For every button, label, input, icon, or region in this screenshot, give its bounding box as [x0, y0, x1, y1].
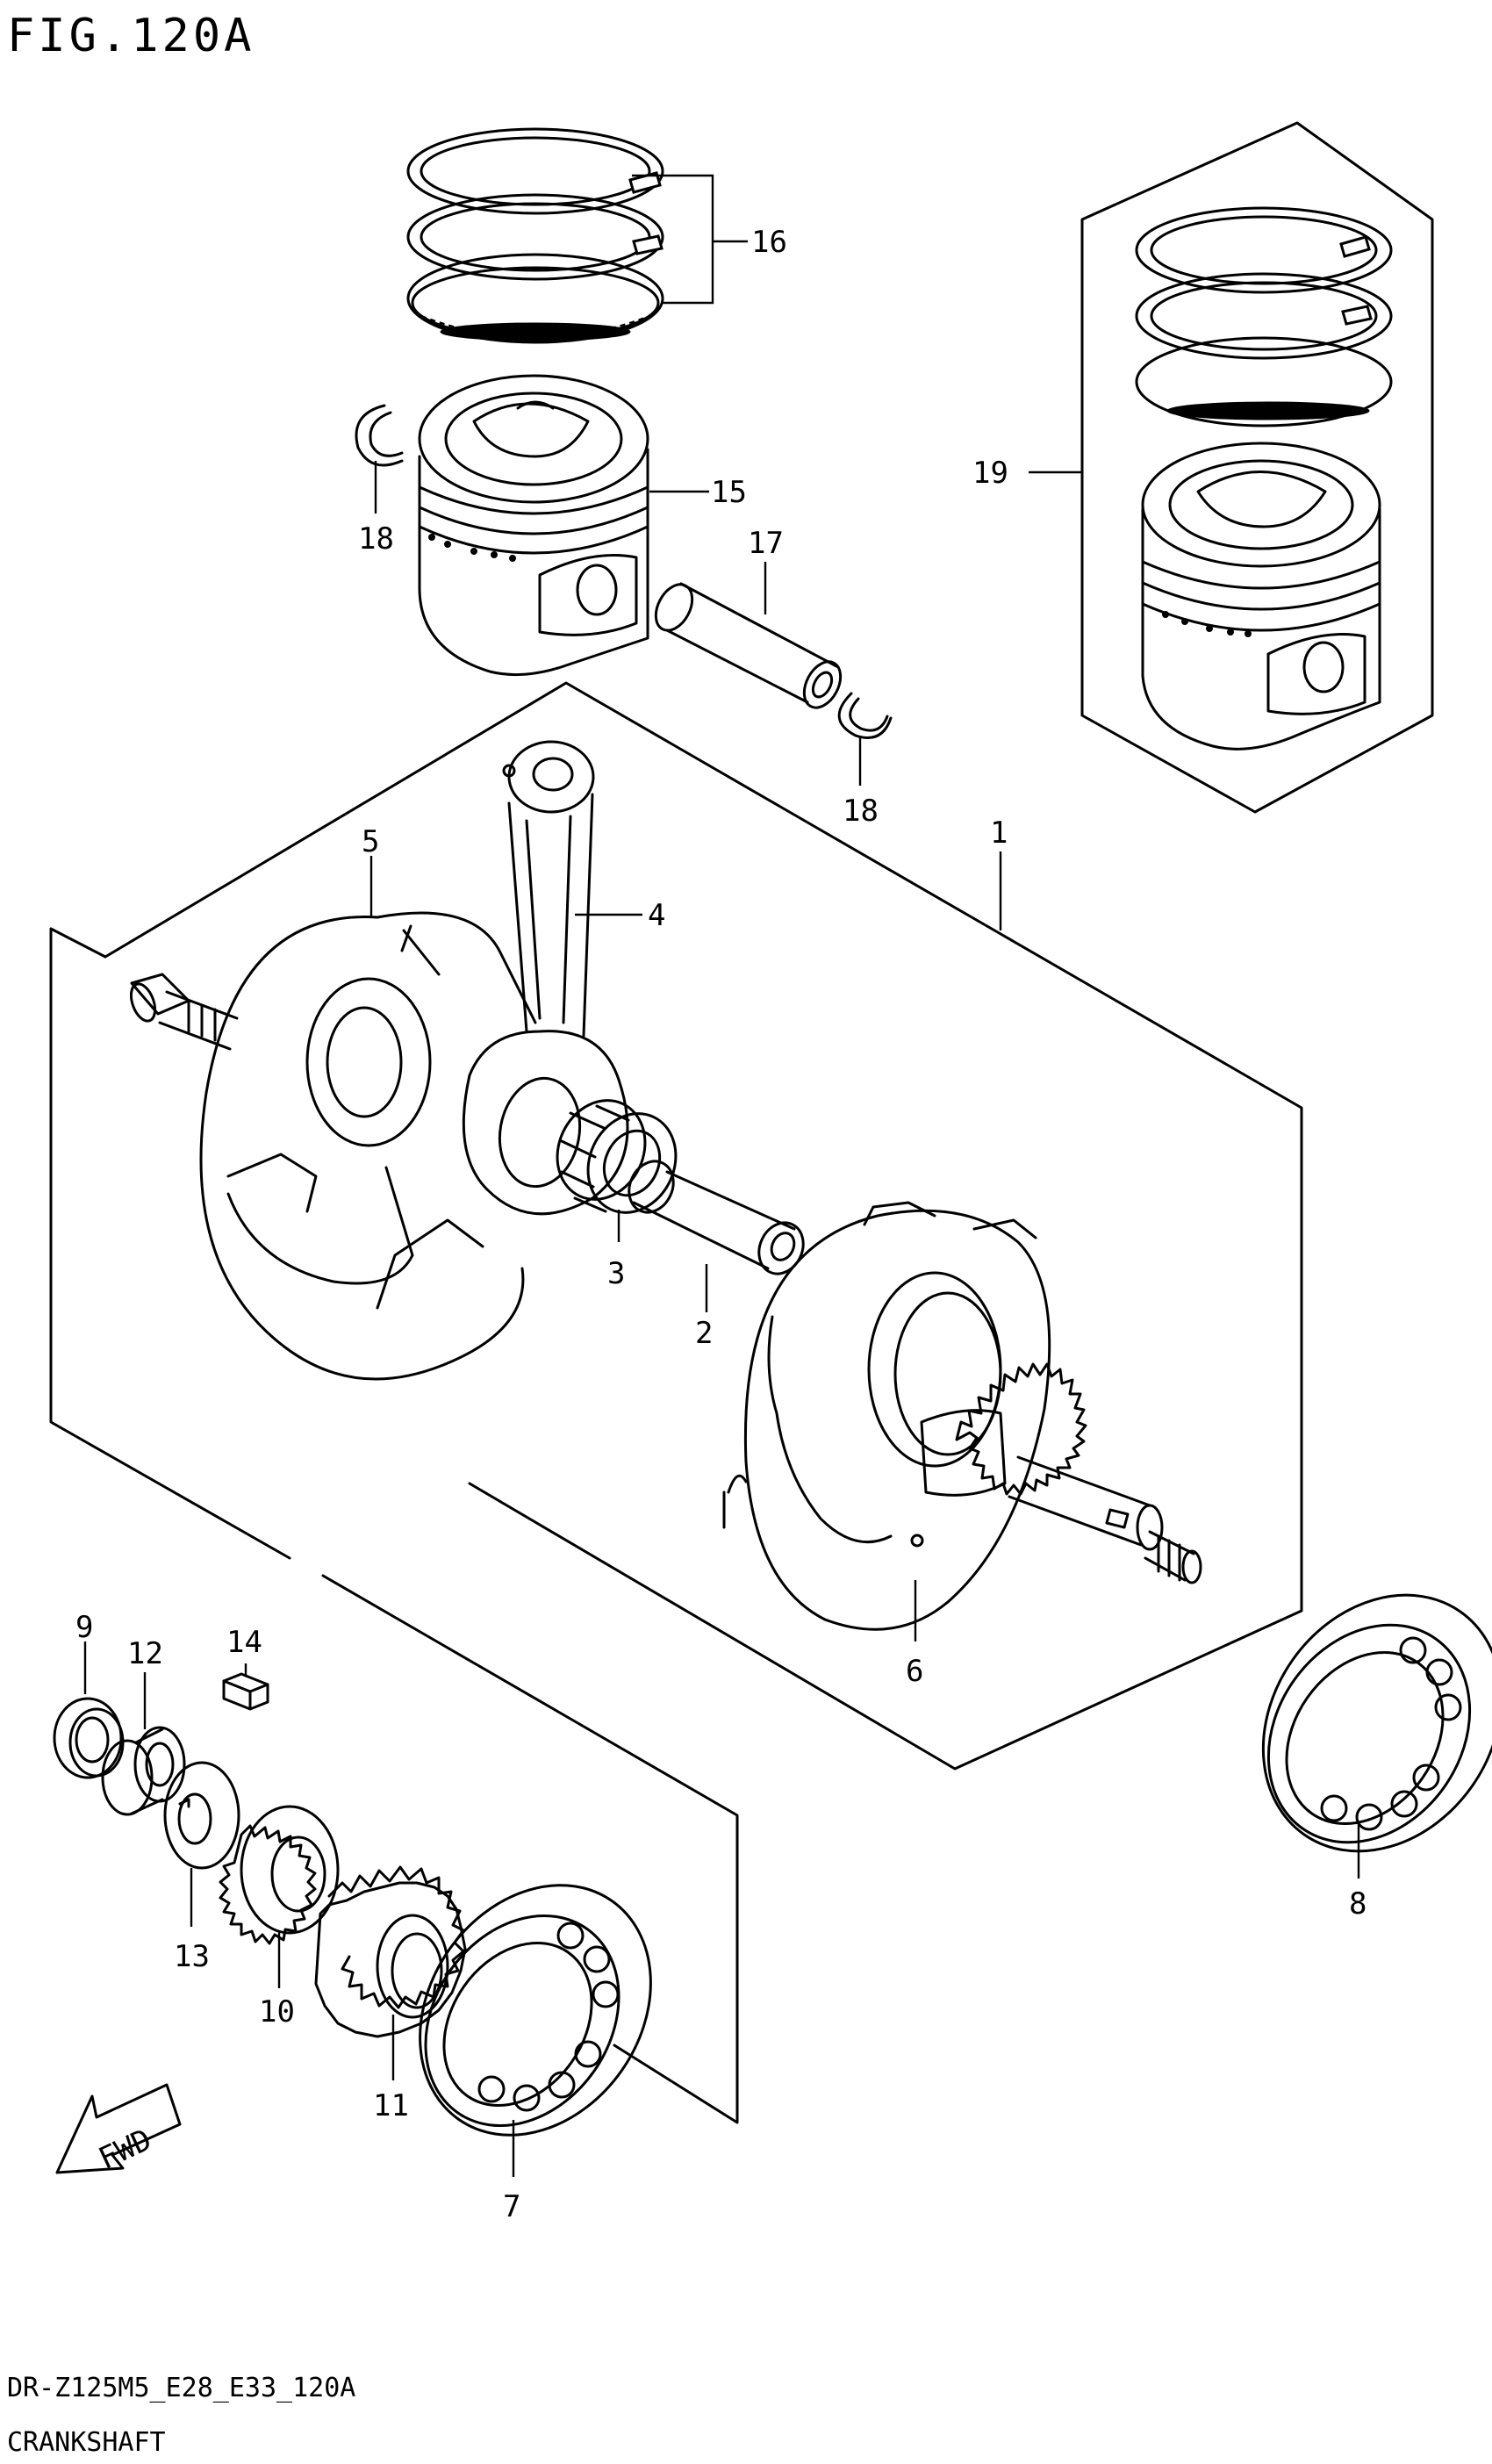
piston-pin[interactable]: [649, 578, 848, 714]
piston-kit-piston[interactable]: [1141, 442, 1381, 751]
spacer[interactable]: [101, 1726, 186, 1816]
left-exploded-frame: [49, 927, 739, 2124]
piston-kit-frame: [1080, 121, 1434, 814]
callout-14: 14: [226, 1625, 262, 1660]
leader-16: [632, 174, 748, 305]
piston[interactable]: [418, 374, 649, 677]
callout-12: 12: [127, 1636, 163, 1671]
callout-18a: 18: [358, 521, 394, 557]
callout-8: 8: [1349, 1886, 1366, 1922]
callout-16: 16: [751, 225, 787, 260]
callout-3: 3: [607, 1256, 625, 1291]
callout-13: 13: [174, 1939, 210, 1974]
right-bearing[interactable]: [1215, 1548, 1492, 1897]
callout-9: 9: [75, 1610, 93, 1645]
washer[interactable]: [163, 1761, 240, 1870]
piston-pin-clip-right[interactable]: [837, 692, 893, 739]
callout-2: 2: [695, 1316, 713, 1351]
needle-bearing[interactable]: [542, 1086, 692, 1227]
crank-pin[interactable]: [621, 1154, 812, 1282]
callout-4: 4: [648, 898, 665, 933]
piston-pin-clip-left[interactable]: [355, 404, 404, 467]
callout-1: 1: [990, 815, 1008, 851]
callout-19: 19: [972, 456, 1008, 491]
key[interactable]: [222, 1672, 269, 1711]
crank-half-right[interactable]: [722, 1201, 1202, 1631]
piston-ring-set[interactable]: [406, 127, 664, 344]
model-code: DR-Z125M5_E28_E33_120A: [7, 2373, 355, 2403]
callout-5: 5: [362, 824, 379, 859]
callout-10: 10: [259, 1994, 295, 2029]
balancer-drive-gear[interactable]: [314, 1865, 467, 2038]
left-bearing[interactable]: [373, 1841, 699, 2180]
forward-direction-arrow: FWD: [55, 2083, 182, 2177]
callout-7: 7: [503, 2189, 520, 2224]
callout-18b: 18: [843, 794, 879, 829]
figure-title: FIG.120A: [7, 10, 255, 62]
callout-15: 15: [711, 475, 747, 510]
connecting-rod[interactable]: [462, 740, 629, 1216]
oil-seal[interactable]: [53, 1697, 125, 1779]
section-name: CRANKSHAFT: [7, 2427, 166, 2458]
crank-half-left[interactable]: [126, 911, 537, 1381]
primary-drive-gear[interactable]: [219, 1805, 340, 1945]
callout-17: 17: [748, 526, 784, 561]
crankshaft-assembly-frame: [104, 681, 1303, 1771]
callout-6: 6: [906, 1654, 923, 1689]
callout-11: 11: [373, 2088, 409, 2123]
piston-kit-rings[interactable]: [1135, 206, 1393, 427]
